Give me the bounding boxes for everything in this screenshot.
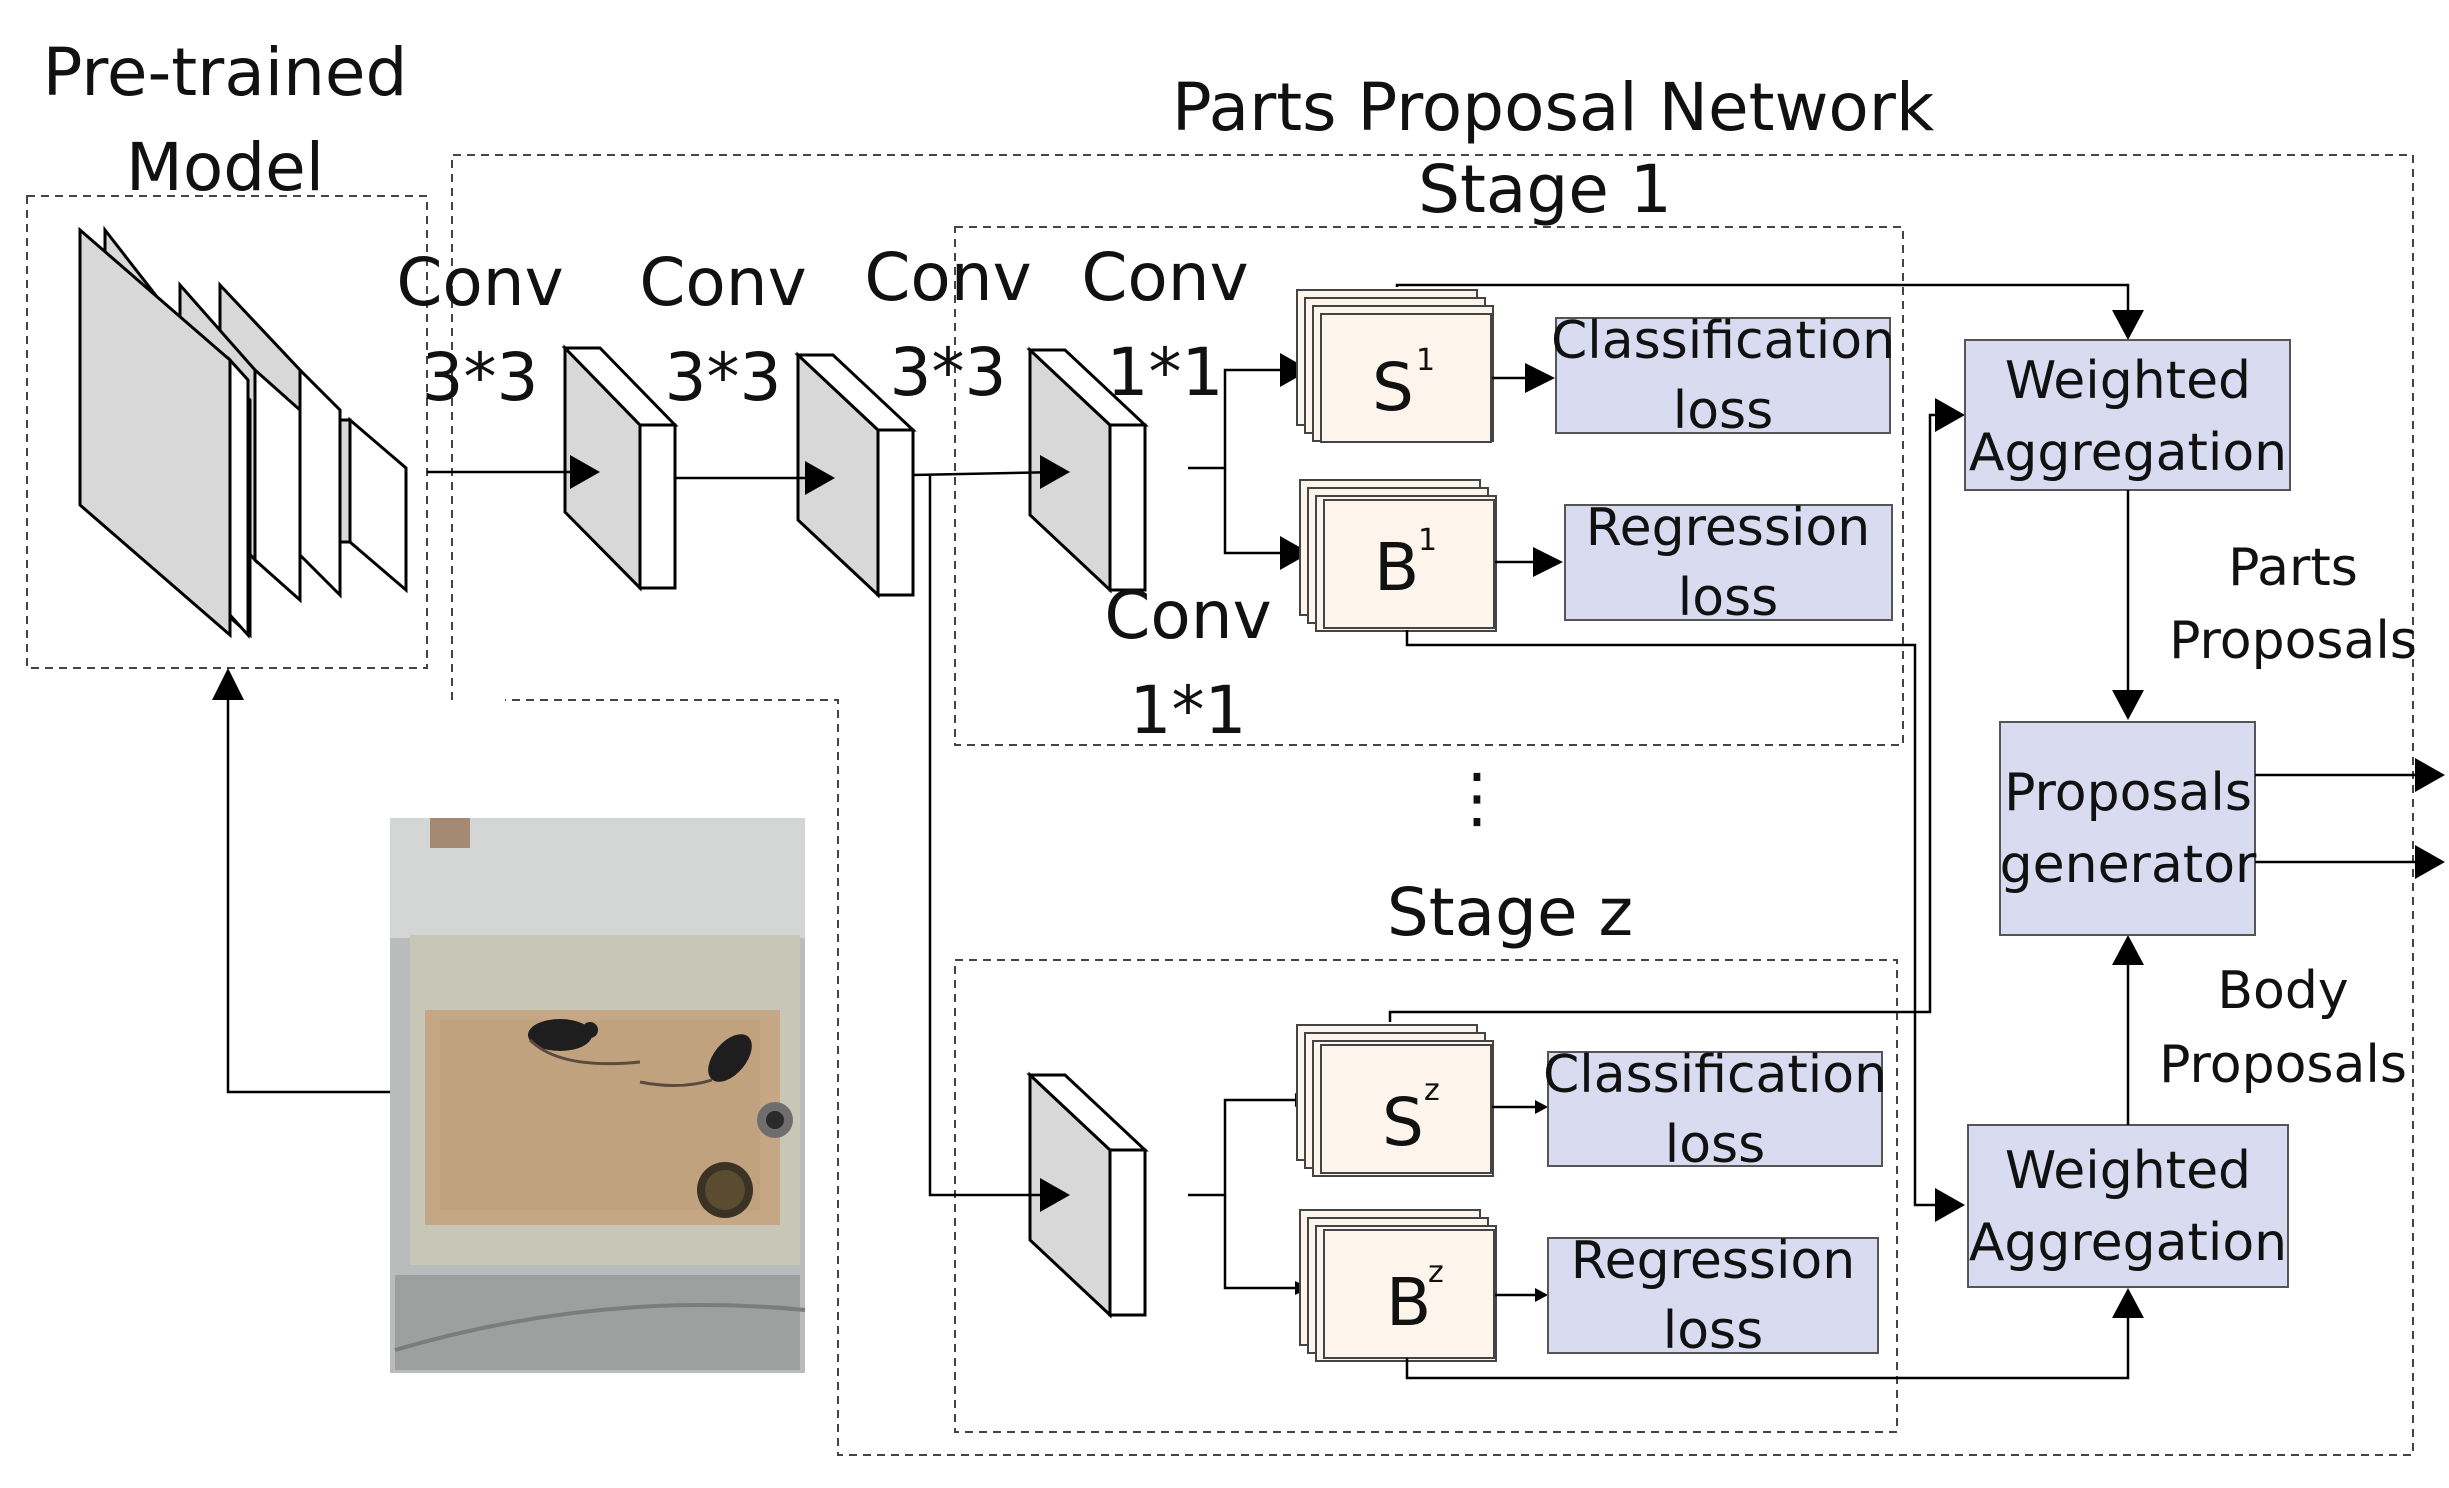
arrow-bz-to-regz	[1535, 1288, 1548, 1302]
regression-loss-box-z	[1547, 1237, 1879, 1354]
cls1-line1: Classification	[1551, 311, 1895, 371]
conv5-label-top: Conv	[1104, 577, 1271, 654]
wa1-line2: Aggregation	[1969, 423, 2287, 483]
pretrained-layer-stack	[78, 225, 408, 639]
network-title: Parts Proposal Network	[1172, 69, 1935, 146]
b1-map-stack	[1299, 479, 1497, 632]
pretrained-title-line1: Pre-trained	[43, 34, 408, 111]
regz-line1: Regression	[1571, 1231, 1855, 1291]
arrow-sz-to-wa1	[1935, 398, 1965, 432]
clsz-line1: Classification	[1543, 1045, 1887, 1105]
arrow-b1-to-wa2	[1935, 1188, 1965, 1222]
arrow-b1-to-reg1	[1533, 547, 1563, 577]
arrow-bz-to-wa2	[2112, 1288, 2144, 1318]
pretrained-title-line2: Model	[126, 129, 324, 206]
reg1-line1: Regression	[1586, 498, 1870, 558]
arrow-into-conv1	[570, 455, 600, 489]
arrow-into-conv2	[805, 461, 835, 495]
arrow-s1-to-cls1	[1525, 363, 1555, 393]
wa1-line1: Weighted	[2005, 351, 2251, 411]
conv-layer-block-1	[561, 344, 679, 592]
network-region-border	[451, 154, 2414, 1456]
arrow-wa2-to-generator	[2112, 935, 2144, 965]
parts-proposals-line2: Proposals	[2169, 611, 2417, 671]
bz-superscript: z	[1428, 1255, 1444, 1290]
output-arrow-bottom	[2415, 845, 2445, 879]
conv-layer-block-3	[1026, 346, 1149, 594]
arrow-into-pretrained	[212, 668, 244, 700]
conv1-label-top: Conv	[396, 244, 563, 321]
conv1-label-bottom: 3*3	[422, 339, 539, 416]
conv3-label-top: Conv	[864, 239, 1031, 316]
pretrained-model-region	[26, 195, 428, 669]
arrow-wa1-to-generator	[2112, 690, 2144, 720]
bz-map-stack	[1299, 1209, 1497, 1362]
wa2-line2: Aggregation	[1969, 1213, 2287, 1273]
stagez-title: Stage z	[1387, 874, 1633, 951]
arrow-into-s1	[1280, 353, 1310, 387]
output-arrow-top	[2415, 758, 2445, 792]
conv4-label-top: Conv	[1081, 239, 1248, 316]
conv3-label-bottom: 3*3	[890, 334, 1007, 411]
clsz-line2: loss	[1665, 1115, 1765, 1175]
arrow-into-conv3	[1040, 455, 1070, 489]
b1-label: B	[1374, 529, 1419, 606]
s1-label: S	[1372, 349, 1414, 426]
conv2-label-top: Conv	[639, 244, 806, 321]
conv5-label-bottom: 1*1	[1130, 672, 1247, 749]
stage1-region	[954, 226, 1904, 746]
conv2-label-bottom: 3*3	[665, 339, 782, 416]
arrow-s1-to-wa1	[2112, 310, 2144, 340]
reg1-line2: loss	[1678, 568, 1778, 628]
parts-proposals-line1: Parts	[2228, 538, 2358, 598]
conv4-label-bottom: 1*1	[1107, 334, 1224, 411]
s1-superscript: 1	[1416, 343, 1435, 378]
regz-line2: loss	[1663, 1301, 1763, 1361]
bz-label: B	[1386, 1264, 1431, 1341]
wa2-line1: Weighted	[2005, 1141, 2251, 1201]
weighted-aggregation-box-top	[1964, 339, 2291, 491]
ellipsis-dots: ⋮	[1444, 759, 1510, 836]
stage1-title: Stage 1	[1418, 151, 1672, 228]
classification-loss-box-1	[1555, 317, 1891, 434]
input-cage-photo	[390, 818, 806, 1373]
arrow-sz-to-clsz	[1535, 1100, 1548, 1114]
proposals-generator-box	[1999, 721, 2256, 936]
sz-superscript: z	[1424, 1073, 1440, 1108]
generator-line2: generator	[2000, 835, 2257, 895]
arrow-into-b1	[1280, 536, 1310, 570]
weighted-aggregation-box-bottom	[1967, 1124, 2289, 1288]
conv-layer-block-2	[794, 351, 917, 599]
arrow-into-conv4	[1040, 1178, 1070, 1212]
regression-loss-box-1	[1564, 504, 1893, 621]
b1-superscript: 1	[1418, 523, 1437, 558]
body-proposals-line2: Proposals	[2159, 1035, 2407, 1095]
cls1-line2: loss	[1673, 381, 1773, 441]
body-proposals-line1: Body	[2217, 961, 2348, 1021]
sz-map-stack	[1296, 1024, 1494, 1177]
classification-loss-box-z	[1547, 1051, 1883, 1167]
sz-label: S	[1382, 1084, 1424, 1161]
s1-map-stack	[1296, 289, 1494, 443]
generator-line1: Proposals	[2004, 763, 2252, 823]
